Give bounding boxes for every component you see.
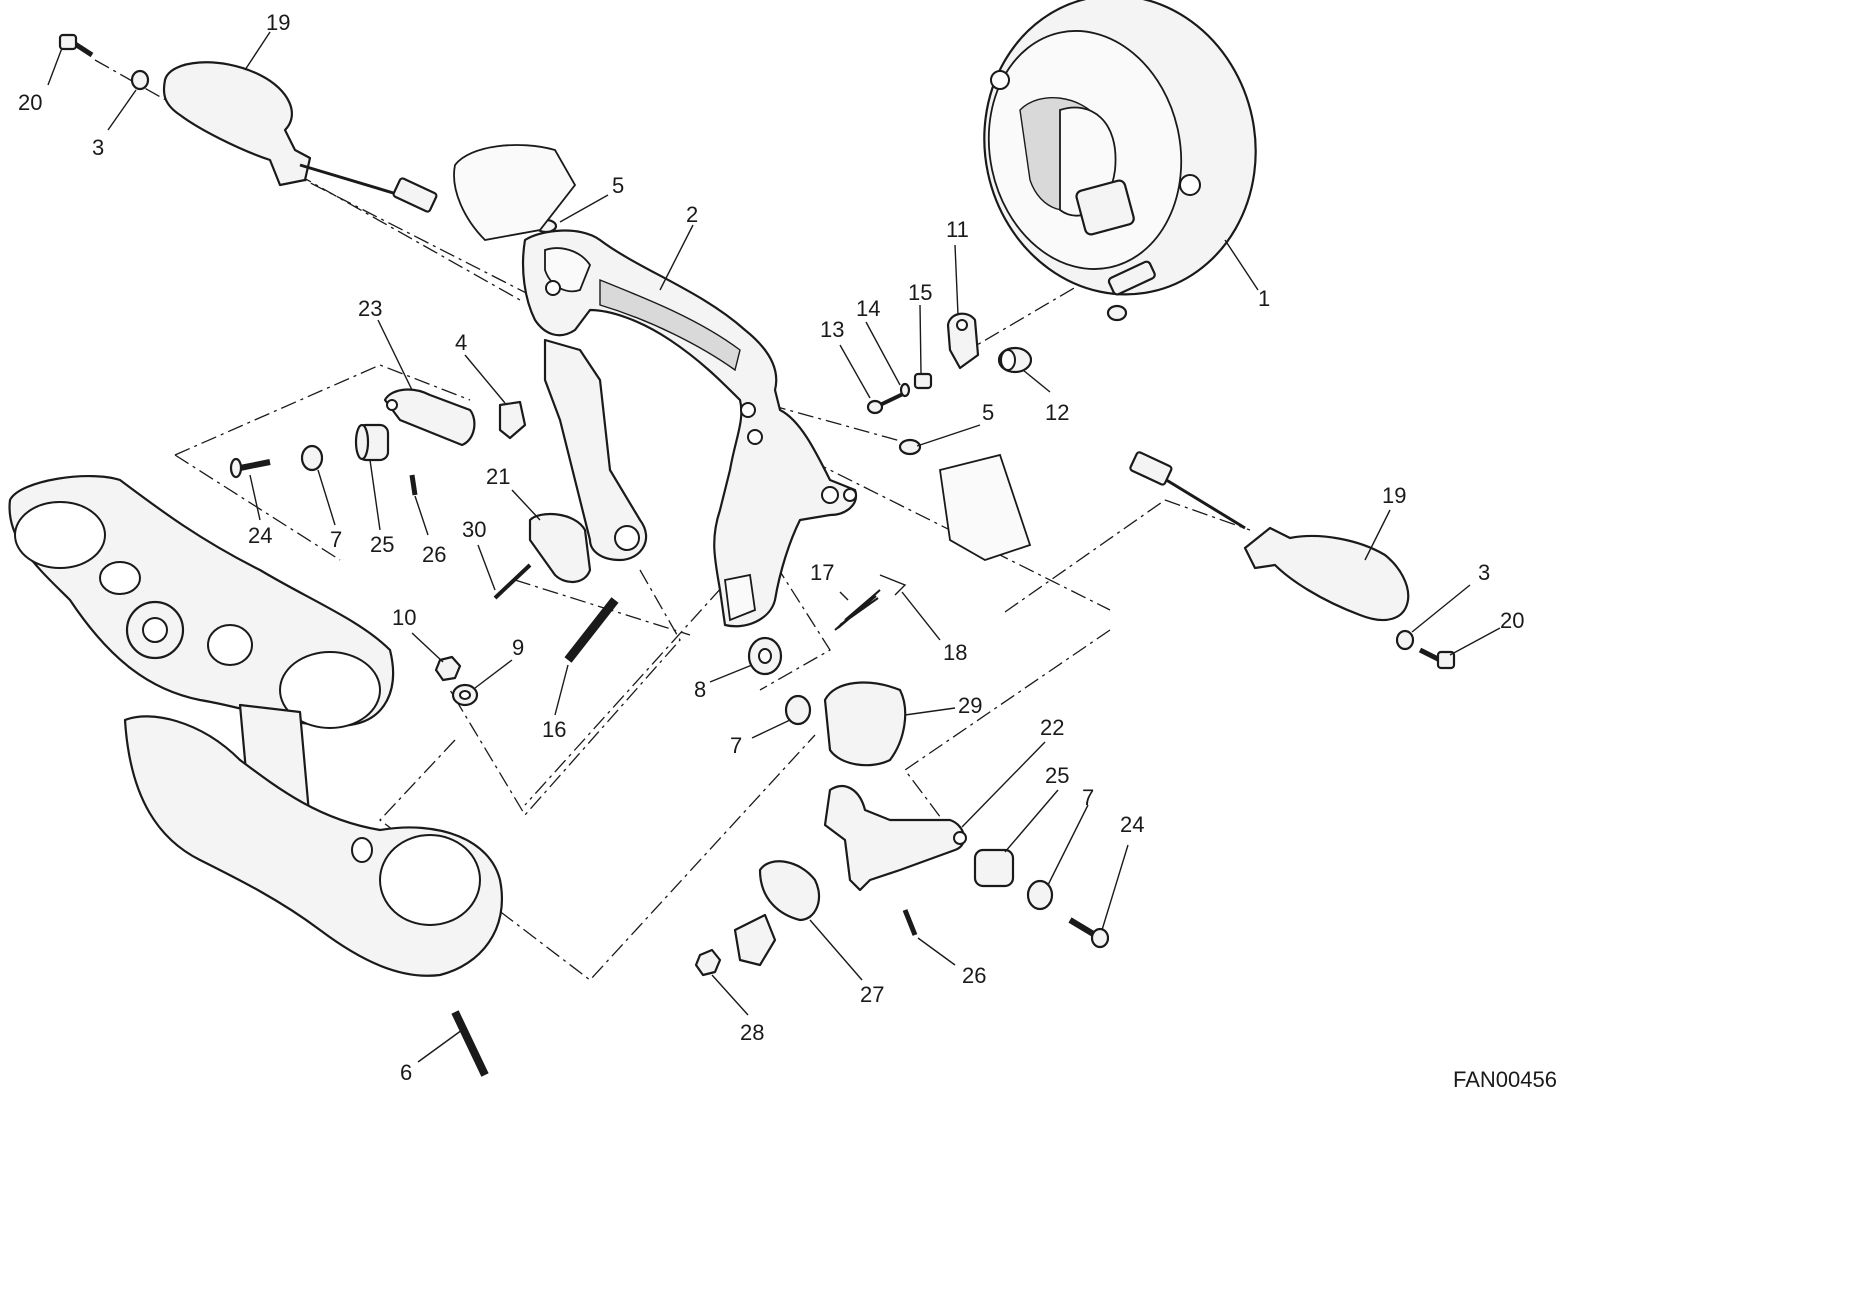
callout-15: 15 [908,280,932,305]
part-18-spring-wire [879,574,907,596]
callout-24-right: 24 [1120,812,1144,837]
callout-12: 12 [1045,400,1069,425]
callout-20-lower: 20 [1500,608,1524,633]
cover-plate-lower [938,453,1032,561]
callout-10: 10 [392,605,416,630]
callout-22: 22 [1040,715,1064,740]
callout-9: 9 [512,635,524,660]
part-8-gear-washer [747,636,783,676]
part-19-turn-signal-upper [162,61,438,213]
callout-26-left: 26 [422,542,446,567]
callout-7-centre: 7 [730,733,742,758]
callout-23: 23 [358,296,382,321]
part-7-bushing-left [300,444,324,472]
part-25-damper-left [354,423,390,462]
part-26-screw-right [902,909,918,936]
part-20-bolt-upper [58,33,94,58]
part-7-bushing-centre [784,694,812,726]
callout-30: 30 [462,517,486,542]
callout-25-left: 25 [370,532,394,557]
part-3-washer-upper [130,69,150,91]
part-15-spacer [913,372,933,390]
callout-8: 8 [694,677,706,702]
part-29-cover [823,681,907,767]
callout-18: 18 [943,640,967,665]
callout-2: 2 [686,202,698,227]
part-24-screw-left [229,457,271,479]
callout-24-left: 24 [248,523,272,548]
callout-27: 27 [860,982,884,1007]
callout-labels: 1 2 3 3 4 5 5 6 7 7 7 8 9 10 11 12 13 14… [18,10,1524,1085]
callout-3-upper: 3 [92,135,104,160]
callout-11: 11 [946,217,969,242]
part-30-screw [493,563,532,600]
part-3-washer-lower [1395,629,1415,651]
callout-16: 16 [542,717,566,742]
part-26-screw-left [409,474,418,496]
drawing-code: FAN00456 [1453,1067,1557,1092]
part-6-stem-bolt [451,1010,489,1077]
lower-triple-clamp [123,715,503,977]
part-12-bushing [997,346,1033,374]
part-10-nut [434,655,462,682]
callout-26-right: 26 [962,963,986,988]
part-9-washer [451,683,479,707]
part-4-clip [498,400,527,440]
callout-19-upper: 19 [266,10,290,35]
part-17-spring [834,589,881,631]
callout-14: 14 [856,296,880,321]
callout-6: 6 [400,1060,412,1085]
callout-28: 28 [740,1020,764,1045]
callout-29: 29 [958,693,982,718]
cover-plate-upper [453,144,577,241]
callout-13: 13 [820,317,844,342]
callout-7-right: 7 [1082,785,1094,810]
part-24-screw-right [1068,917,1110,949]
callout-4: 4 [455,330,467,355]
label-leader-lines [47,31,1501,1063]
callout-19-lower: 19 [1382,483,1406,508]
callout-20-upper: 20 [18,90,42,115]
part-27-grommet [758,860,821,922]
part-16-pin [564,597,619,663]
part-23-bracket [383,388,476,447]
callout-1: 1 [1258,286,1270,311]
part-20-bolt-lower [1418,647,1456,670]
part-21-clip [528,513,592,583]
callout-25-right: 25 [1045,763,1069,788]
headlight-assembly [983,0,1257,322]
part-19-turn-signal-lower [1129,451,1410,622]
part-7-bushing-right [1026,879,1054,911]
callout-7-left: 7 [330,527,342,552]
exploded-parts-diagram: 1 2 3 3 4 5 5 6 7 7 7 8 9 10 11 12 13 14… [8,0,1557,1092]
callout-5-lower: 5 [982,400,994,425]
sensor-plug [733,913,777,967]
headlight-bracket [521,229,858,628]
part-11-clamp [946,312,980,370]
callout-3-lower: 3 [1478,560,1490,585]
part-25-damper-right [973,848,1015,888]
callout-17: 17 [810,560,834,585]
part-28-nut [694,948,722,977]
upper-triple-clamp [8,474,395,729]
part-14-washer [899,382,911,398]
callout-5-upper: 5 [612,173,624,198]
part-5-rubber-grommet-lower [898,438,922,456]
part-13-screw [866,391,906,415]
part-22-bracket [823,785,967,892]
callout-21: 21 [486,464,510,489]
